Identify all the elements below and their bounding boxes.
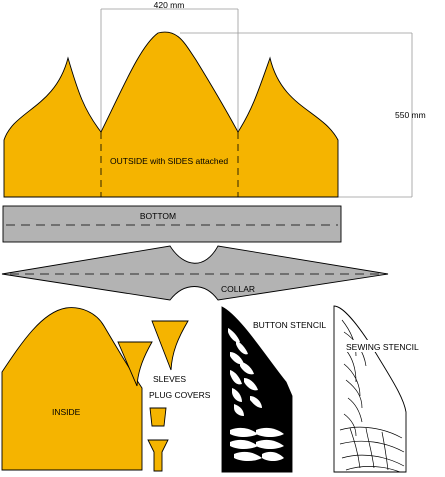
bottom-label: BOTTOM bbox=[140, 211, 176, 221]
inside-label: INSIDE bbox=[52, 407, 81, 417]
dimension-lines bbox=[100, 8, 413, 198]
sewing-stencil-lines bbox=[339, 319, 405, 473]
plug-cover-lower bbox=[147, 439, 169, 472]
collar-label: COLLAR bbox=[221, 284, 255, 294]
plug-cover-upper bbox=[149, 407, 167, 427]
inside-piece bbox=[1, 307, 143, 471]
sleeves-label: SLEVES bbox=[153, 374, 186, 384]
outside-piece bbox=[3, 31, 339, 198]
collar-piece bbox=[1, 245, 389, 301]
sleeve-piece-left bbox=[117, 341, 153, 387]
button-stencil-label-bg bbox=[252, 318, 324, 330]
button-stencil-cutouts bbox=[228, 328, 284, 461]
height-dimension-label: 550 mm bbox=[395, 110, 426, 120]
bottom-piece bbox=[2, 205, 342, 243]
button-stencil-label: BUTTON STENCIL bbox=[253, 320, 326, 330]
sleeve-piece-right bbox=[151, 320, 189, 371]
sewing-stencil-label: SEWING STENCIL bbox=[346, 342, 419, 352]
plug-covers-label: PLUG COVERS bbox=[149, 390, 211, 400]
sewing-stencil-label-bg bbox=[345, 340, 443, 352]
width-dimension-label: 420 mm bbox=[154, 0, 185, 10]
outside-label: OUTSIDE with SIDES attached bbox=[110, 156, 228, 166]
